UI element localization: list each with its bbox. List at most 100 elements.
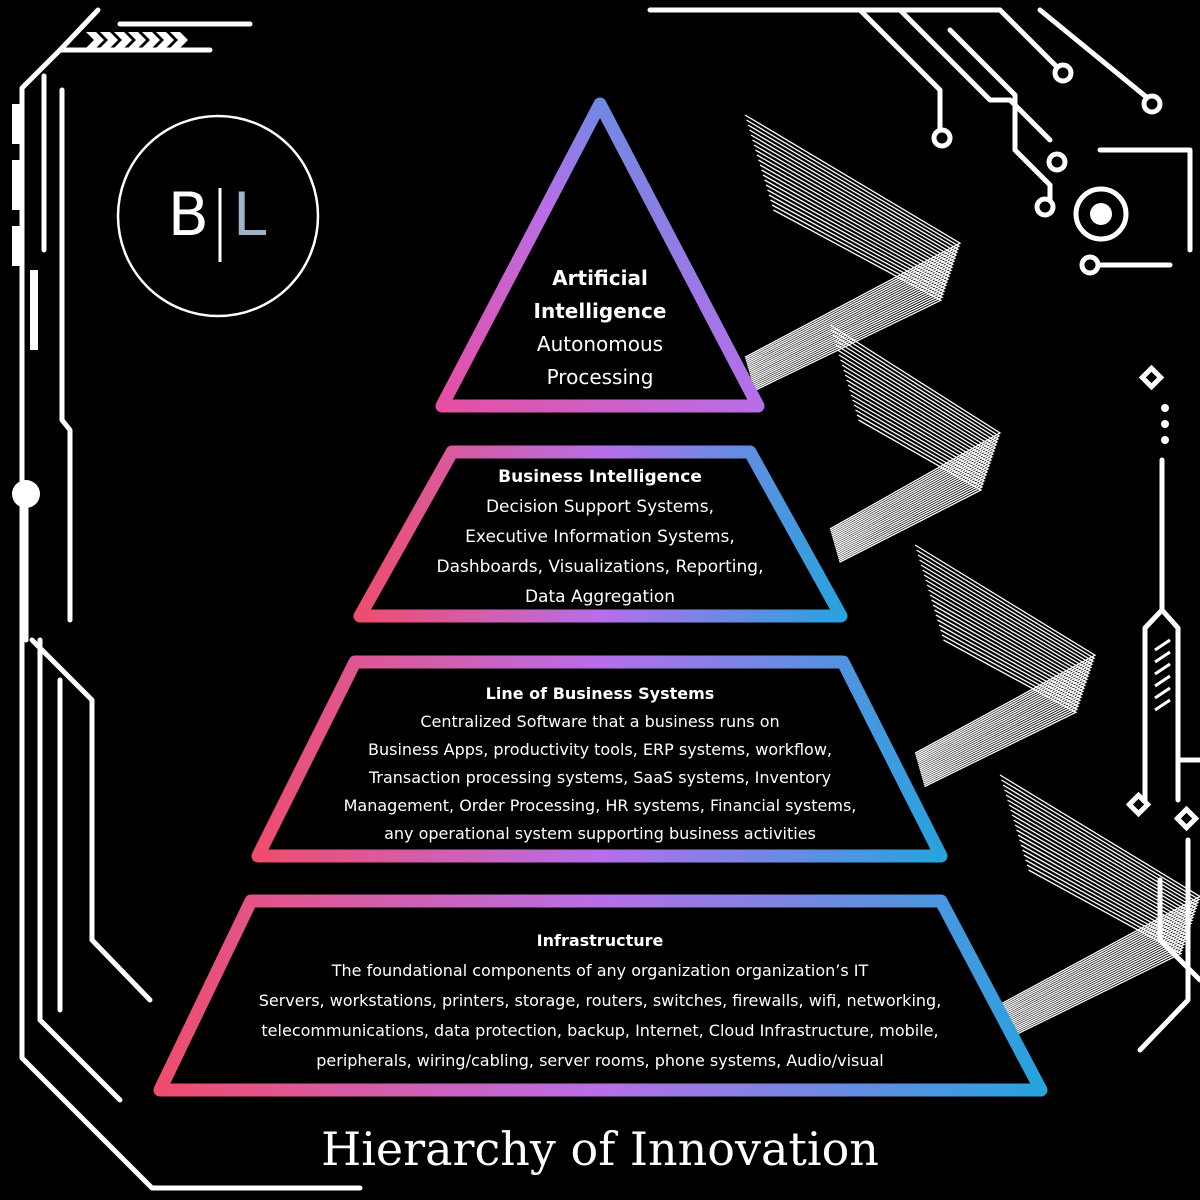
chevron-line [830,329,1001,532]
circuit-diamond [1125,791,1152,818]
tier-infra-shape [153,894,1048,1097]
tier-bi-title: Business Intelligence [498,467,702,487]
circuit-trace [1037,7,1153,103]
chevron-line [919,594,1087,772]
chevron-line [921,609,1084,777]
tier-bi-body-line: Dashboards, Visualizations, Reporting, [436,557,764,577]
chevron-line [835,384,990,551]
circuit-trace [59,87,73,623]
chevron-line [838,414,984,562]
chevron-line [754,209,943,392]
tier-infra-body-line: telecommunications, data protection, bac… [261,1021,939,1040]
chevron-line [914,544,1097,754]
chevron-line [746,134,958,365]
tier-lob-text: Line of Business Systems Centralized Sof… [0,680,1200,848]
chevron-line [837,399,987,556]
tier-bi-body-line: Decision Support Systems, [485,497,715,517]
circuit-node [1046,151,1068,173]
chevron-line [916,559,1094,760]
chevron-pattern [744,114,1200,1039]
tier-lob-title: Line of Business Systems [485,684,715,703]
chevron-line [1005,834,1190,1027]
chevron-line [915,554,1095,758]
circuit-trace [897,7,1053,143]
circuit-trace [947,27,1053,208]
circuit-trace [89,937,153,1003]
chevron-line [921,614,1083,779]
circuit-node [12,480,40,508]
chevron-line [917,569,1092,763]
tier-lob-body-line: Management, Order Processing, HR systems… [343,796,857,815]
chevron-line [1007,849,1187,1032]
tier-lob-shape [251,655,948,863]
chevron-line [999,774,1200,1006]
tier-infra-title: Infrastructure [536,931,664,950]
chevron-line [1006,844,1188,1030]
circuit-node [1090,203,1112,225]
chevron-line [920,604,1085,775]
tier-bi-text: Business Intelligence Decision Support S… [0,462,1200,612]
chevron-line [752,194,946,386]
chevron-line [752,189,947,385]
circuit-node [1052,62,1074,84]
chevron-line [750,174,950,379]
circuit-dot [1161,404,1169,412]
chevron-line [1002,804,1196,1016]
arrow-strip [86,32,188,48]
chevron-line [924,639,1078,788]
chevron-line [917,574,1091,765]
chevron-line [1003,814,1194,1020]
chevron-line [836,394,988,555]
chevron-line [746,129,959,364]
chevron-line [744,114,962,358]
chevron-line [1000,779,1200,1007]
logo-letter-l: L [232,180,269,250]
chevron-line [745,124,960,362]
chevron-line [1008,864,1184,1037]
tier-bi-body-line: Data Aggregation [524,587,676,607]
tier-ai-text: Artificial Intelligence Autonomous Proce… [0,262,1200,394]
chevron-line [920,599,1086,774]
chevron-line [915,549,1096,756]
circuit-trace [19,7,363,1191]
chevron-line [916,564,1093,761]
circuit-trace [1159,607,1181,803]
chevron-line [922,619,1082,781]
chevron-line [1008,859,1185,1035]
circuit-trace [1142,457,1165,803]
chevron-line [751,179,949,381]
tier-infra-body-line: The foundational components of any organ… [331,961,869,980]
circuit-node [931,127,953,149]
chevron-line [838,409,985,560]
chevron-line [833,359,995,542]
circuit-trace [29,637,95,943]
tier-ai-body-line: Processing [546,365,654,389]
chevron-line [837,404,986,558]
chevron-line [753,199,945,388]
page-title: Hierarchy of Innovation [321,1122,879,1176]
circuit-diamond [1138,364,1165,391]
chevron-line [918,584,1089,768]
chevron-line [918,579,1090,767]
chevron-line [829,324,1002,530]
chevron-line [748,154,954,372]
chevron-line [745,119,961,360]
chevron-line [830,334,1000,534]
chevron-line [749,164,952,376]
circuit-trace [37,637,123,1103]
logo-letter-b: B [167,180,211,250]
chevron-line [753,204,944,390]
chevron-line [1004,824,1192,1023]
chevron-line [923,634,1079,786]
circuit-trace [1097,147,1193,253]
chevron-line [831,344,998,537]
tier-ai-body-line: Autonomous [536,332,664,356]
circuit-node [1079,254,1101,276]
tier-ai-title-line: Artificial [552,266,648,290]
circuit-dot [1161,420,1169,428]
tier-bi-shape [353,445,848,623]
chevron-line [834,369,993,546]
